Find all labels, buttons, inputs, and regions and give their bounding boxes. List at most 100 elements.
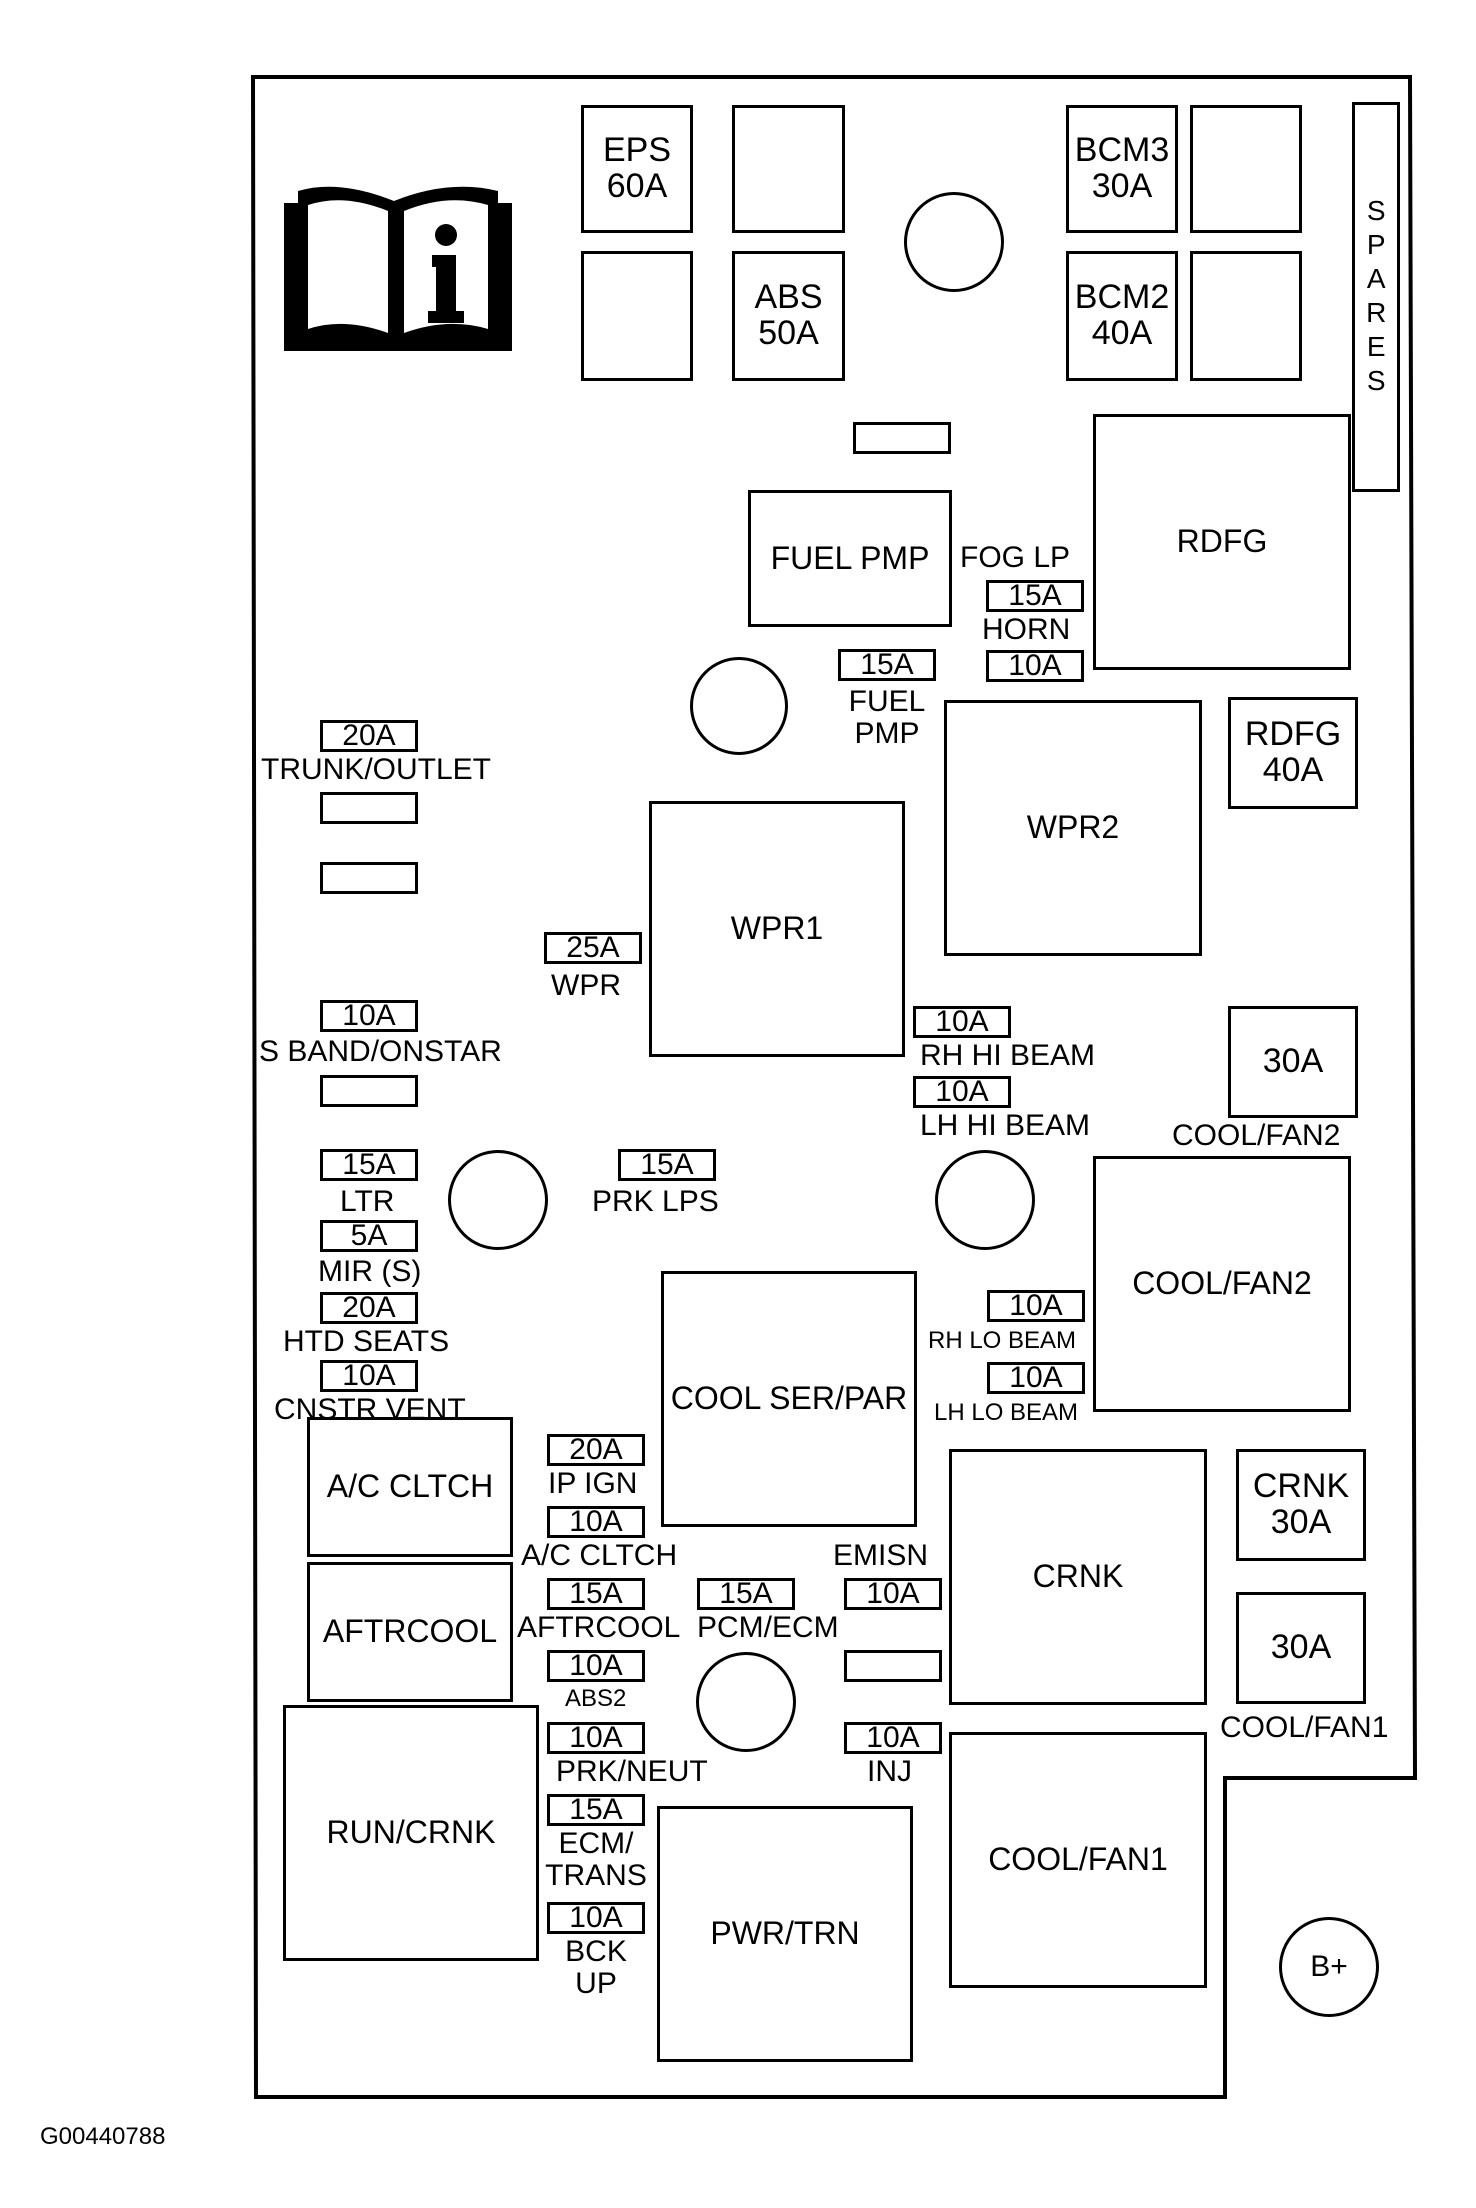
spare-slot <box>732 105 845 233</box>
mir-s-fuse: 5A <box>320 1220 418 1252</box>
trunk-outlet-label: TRUNK/OUTLET <box>261 753 492 786</box>
mounting-hole <box>696 1652 796 1752</box>
aftrcool-fuse-label: AFTRCOOL <box>517 1611 681 1644</box>
pwr-trn-relay: PWR/TRN <box>657 1806 913 2062</box>
inj-label: INJ <box>867 1755 912 1788</box>
cool-fan1-30a-fuse: 30A <box>1236 1592 1366 1704</box>
spare-slot <box>320 862 418 894</box>
aftrcool-relay-label: AFTRCOOL <box>322 1613 498 1650</box>
ip-ign-label: IP IGN <box>548 1467 638 1500</box>
s-band-onstar-label: S BAND/ONSTAR <box>259 1035 502 1068</box>
crnk-30a-fuse: CRNK 30A <box>1236 1449 1366 1561</box>
crnk-relay: CRNK <box>949 1449 1207 1705</box>
aftrcool-fuse: 15A <box>547 1578 645 1610</box>
mounting-hole <box>935 1150 1035 1250</box>
fuel-pmp-label-line1: FUEL <box>848 685 926 718</box>
spare-slot <box>320 792 418 824</box>
pcm-ecm-fuse: 15A <box>697 1578 795 1610</box>
wpr-fuse: 25A <box>544 932 642 964</box>
cool-fan2-30a-rating: 30A <box>1262 1042 1324 1081</box>
cool-fan2-30a-fuse: 30A <box>1228 1006 1358 1118</box>
mounting-hole <box>448 1150 548 1250</box>
abs2-label: ABS2 <box>565 1685 627 1712</box>
cnstr-vent-fuse: 10A <box>320 1360 418 1392</box>
bcm3-label: BCM3 <box>1074 131 1170 170</box>
prk-lps-fuse: 15A <box>618 1149 716 1181</box>
fuel-pmp-relay: FUEL PMP <box>748 490 952 627</box>
emisn-fuse: 10A <box>844 1578 942 1610</box>
wpr1-relay-label: WPR1 <box>730 910 824 947</box>
ac-cltch-relay-label: A/C CLTCH <box>326 1468 494 1505</box>
trunk-outlet-fuse: 20A <box>320 720 418 752</box>
bck-up-fuse: 10A <box>547 1902 645 1934</box>
htd-seats-label: HTD SEATS <box>283 1325 450 1358</box>
spare-slot <box>853 422 951 454</box>
fuel-pmp-fuse-label: FUEL PMP <box>838 686 936 749</box>
ac-cltch-fuse: 10A <box>547 1506 645 1538</box>
spare-slot <box>320 1075 418 1107</box>
cool-fan2-relay: COOL/FAN2 <box>1093 1156 1351 1412</box>
abs-label: ABS <box>754 278 823 317</box>
bcm2-fuse: BCM2 40A <box>1066 251 1178 381</box>
spare-slot <box>1190 251 1302 381</box>
fuel-pmp-relay-label: FUEL PMP <box>770 539 930 576</box>
wpr1-relay: WPR1 <box>649 801 905 1057</box>
ecm-trans-label: ECM/ TRANS <box>540 1828 652 1891</box>
rh-lo-beam-label: RH LO BEAM <box>928 1327 1077 1354</box>
inj-fuse: 10A <box>844 1722 942 1754</box>
aftrcool-relay: AFTRCOOL <box>307 1562 513 1702</box>
lh-lo-beam-fuse: 10A <box>987 1362 1085 1394</box>
horn-label: HORN <box>982 613 1071 646</box>
ecm-trans-fuse: 15A <box>547 1794 645 1826</box>
pwr-trn-relay-label: PWR/TRN <box>710 1915 860 1952</box>
spare-slot <box>581 251 693 381</box>
bcm3-fuse: BCM3 30A <box>1066 105 1178 233</box>
run-crnk-relay-label: RUN/CRNK <box>326 1814 496 1851</box>
spares-column: SPARES <box>1352 102 1400 492</box>
mir-s-label: MIR (S) <box>318 1255 422 1288</box>
crnk-30a-rating: 30A <box>1270 1503 1332 1541</box>
spare-slot <box>1190 105 1302 233</box>
ac-cltch-fuse-label: A/C CLTCH <box>521 1539 678 1572</box>
abs-rating: 50A <box>758 314 819 352</box>
cool-fan1-30a-label: COOL/FAN1 <box>1220 1711 1389 1744</box>
rh-lo-beam-fuse: 10A <box>987 1290 1085 1322</box>
cool-ser-par-relay-label: COOL SER/PAR <box>670 1380 908 1417</box>
fog-lp-label: FOG LP <box>960 541 1071 574</box>
lh-hi-beam-fuse: 10A <box>913 1076 1011 1108</box>
cool-fan1-relay-label: COOL/FAN1 <box>988 1841 1168 1878</box>
s-band-onstar-fuse: 10A <box>320 1000 418 1032</box>
ltr-fuse: 15A <box>320 1149 418 1181</box>
eps-label: EPS <box>602 131 672 170</box>
rh-hi-beam-fuse: 10A <box>913 1006 1011 1038</box>
spares-label: SPARES <box>1360 195 1392 399</box>
rh-hi-beam-label: RH HI BEAM <box>920 1039 1096 1072</box>
abs2-fuse: 10A <box>547 1650 645 1682</box>
bcm3-rating: 30A <box>1091 167 1153 205</box>
battery-terminal-label: B+ <box>1310 1950 1348 1983</box>
battery-terminal: B+ <box>1279 1917 1379 2017</box>
ecm-trans-label-line1: ECM/ <box>558 1827 634 1860</box>
cool-fan1-30a-rating: 30A <box>1270 1628 1332 1667</box>
rdfg-40a-fuse: RDFG 40A <box>1228 697 1358 809</box>
ac-cltch-relay: A/C CLTCH <box>307 1417 513 1557</box>
cool-fan2-relay-label: COOL/FAN2 <box>1132 1265 1312 1302</box>
bcm2-rating: 40A <box>1091 314 1153 352</box>
htd-seats-fuse: 20A <box>320 1292 418 1324</box>
mounting-hole <box>690 657 788 755</box>
rdfg-40a-label: RDFG <box>1244 715 1342 754</box>
bck-up-label-line2: UP <box>575 1966 617 2000</box>
pcm-ecm-label: PCM/ECM <box>697 1611 839 1644</box>
wpr-label: WPR <box>551 969 621 1002</box>
crnk-relay-label: CRNK <box>1032 1558 1124 1595</box>
bck-up-label: BCK UP <box>547 1936 645 1999</box>
figure-id: G00440788 <box>40 2123 166 2150</box>
lh-lo-beam-label: LH LO BEAM <box>934 1399 1079 1426</box>
fuel-pmp-label-line2: PMP <box>854 716 920 750</box>
rdfg-relay-label: RDFG <box>1176 523 1268 560</box>
eps-rating: 60A <box>606 167 668 205</box>
prk-neut-label: PRK/NEUT <box>556 1755 708 1788</box>
crnk-30a-label: CRNK <box>1252 1467 1350 1506</box>
